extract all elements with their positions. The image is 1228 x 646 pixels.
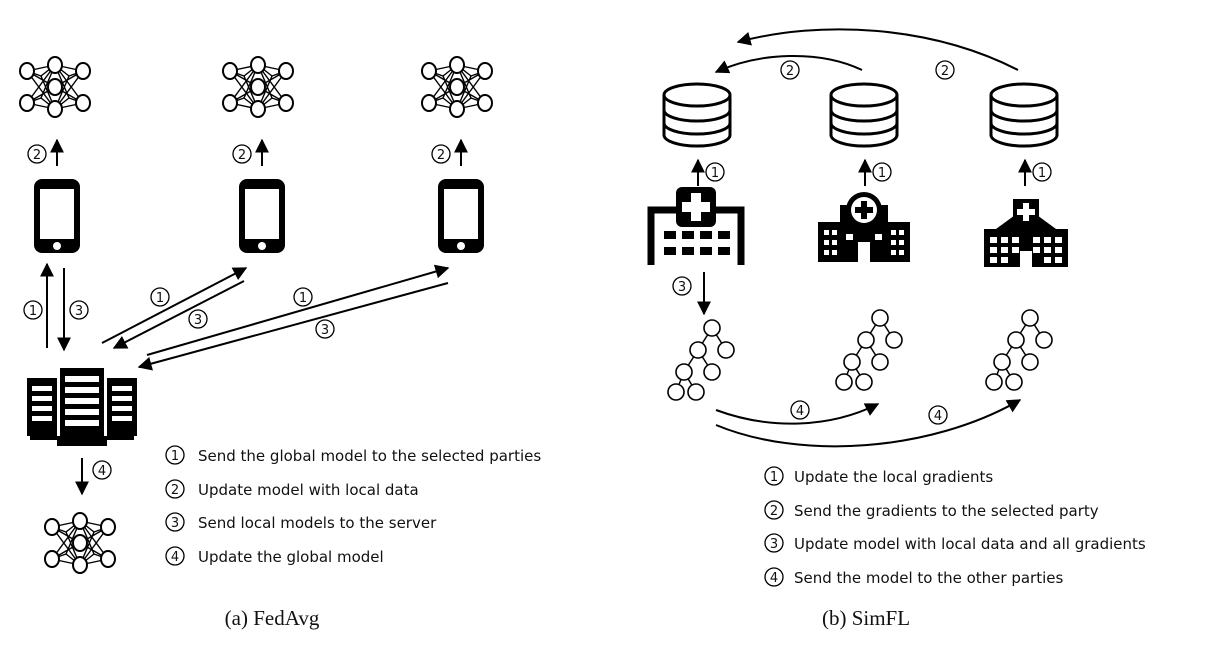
fedavg-legend: 1 Send the global model to the selected … [165, 445, 541, 566]
step-number: 1 [299, 291, 307, 306]
smartphone-icon [239, 179, 285, 253]
legend-item: Update model with local data [198, 481, 419, 499]
step-number: 1 [1038, 166, 1046, 181]
step-number: 4 [934, 409, 942, 424]
neural-network-icon [421, 56, 493, 118]
svg-text:1: 1 [171, 449, 179, 464]
legend-item: Update the global model [198, 548, 384, 566]
communication-arrows: 1 3 1 3 1 3 [23, 262, 450, 371]
step-2-up-arrows: 2 2 2 [27, 138, 468, 166]
hospital-icon [984, 199, 1068, 267]
decision-tree-icon [985, 309, 1053, 391]
step-number: 2 [437, 148, 445, 163]
neural-network-icon [44, 512, 116, 574]
neural-network-icon [19, 56, 91, 118]
fedavg-panel: 2 2 2 1 3 1 3 1 3 [19, 56, 541, 630]
step-number: 1 [878, 166, 886, 181]
database-icon [662, 82, 732, 148]
svg-text:2: 2 [770, 504, 778, 519]
step-number: 4 [796, 404, 804, 419]
decision-tree-icon [835, 309, 903, 391]
svg-text:2: 2 [171, 483, 179, 498]
legend-item: Send the gradients to the selected party [794, 502, 1099, 520]
neural-network-icon [222, 56, 294, 118]
step-number: 3 [75, 304, 83, 319]
step-number: 2 [941, 64, 949, 79]
legend-item: Update the local gradients [794, 468, 993, 486]
svg-text:1: 1 [770, 470, 778, 485]
svg-text:4: 4 [171, 550, 179, 565]
svg-text:3: 3 [770, 537, 778, 552]
hospital-icon [651, 187, 741, 265]
simfl-panel: 2 2 1 1 1 3 4 4 1 Update the lo [651, 28, 1146, 630]
server-icon [27, 368, 137, 446]
legend-item: Send the model to the other parties [794, 569, 1064, 587]
svg-text:4: 4 [770, 571, 778, 586]
legend-item: Send the global model to the selected pa… [198, 447, 541, 465]
svg-text:3: 3 [171, 516, 179, 531]
step-number: 3 [194, 313, 202, 328]
step-number: 1 [711, 166, 719, 181]
hospital-icon [818, 192, 910, 262]
legend-item: Update model with local data and all gra… [794, 535, 1146, 553]
decision-tree-icon [667, 319, 735, 401]
step-number: 2 [786, 64, 794, 79]
simfl-caption: (b) SimFL [822, 606, 910, 630]
step-number: 3 [678, 280, 686, 295]
step-number: 3 [321, 323, 329, 338]
database-icon [829, 82, 899, 148]
database-icon [989, 82, 1059, 148]
smartphone-icon [34, 179, 80, 253]
simfl-legend: 1 Update the local gradients 2 Send the … [764, 466, 1146, 587]
step-number: 1 [156, 291, 164, 306]
step-number: 2 [238, 148, 246, 163]
step-number: 1 [29, 304, 37, 319]
legend-item: Send local models to the server [198, 514, 437, 532]
smartphone-icon [438, 179, 484, 253]
step-number: 2 [33, 148, 41, 163]
fedavg-caption: (a) FedAvg [225, 606, 320, 630]
step-number: 4 [98, 464, 106, 479]
